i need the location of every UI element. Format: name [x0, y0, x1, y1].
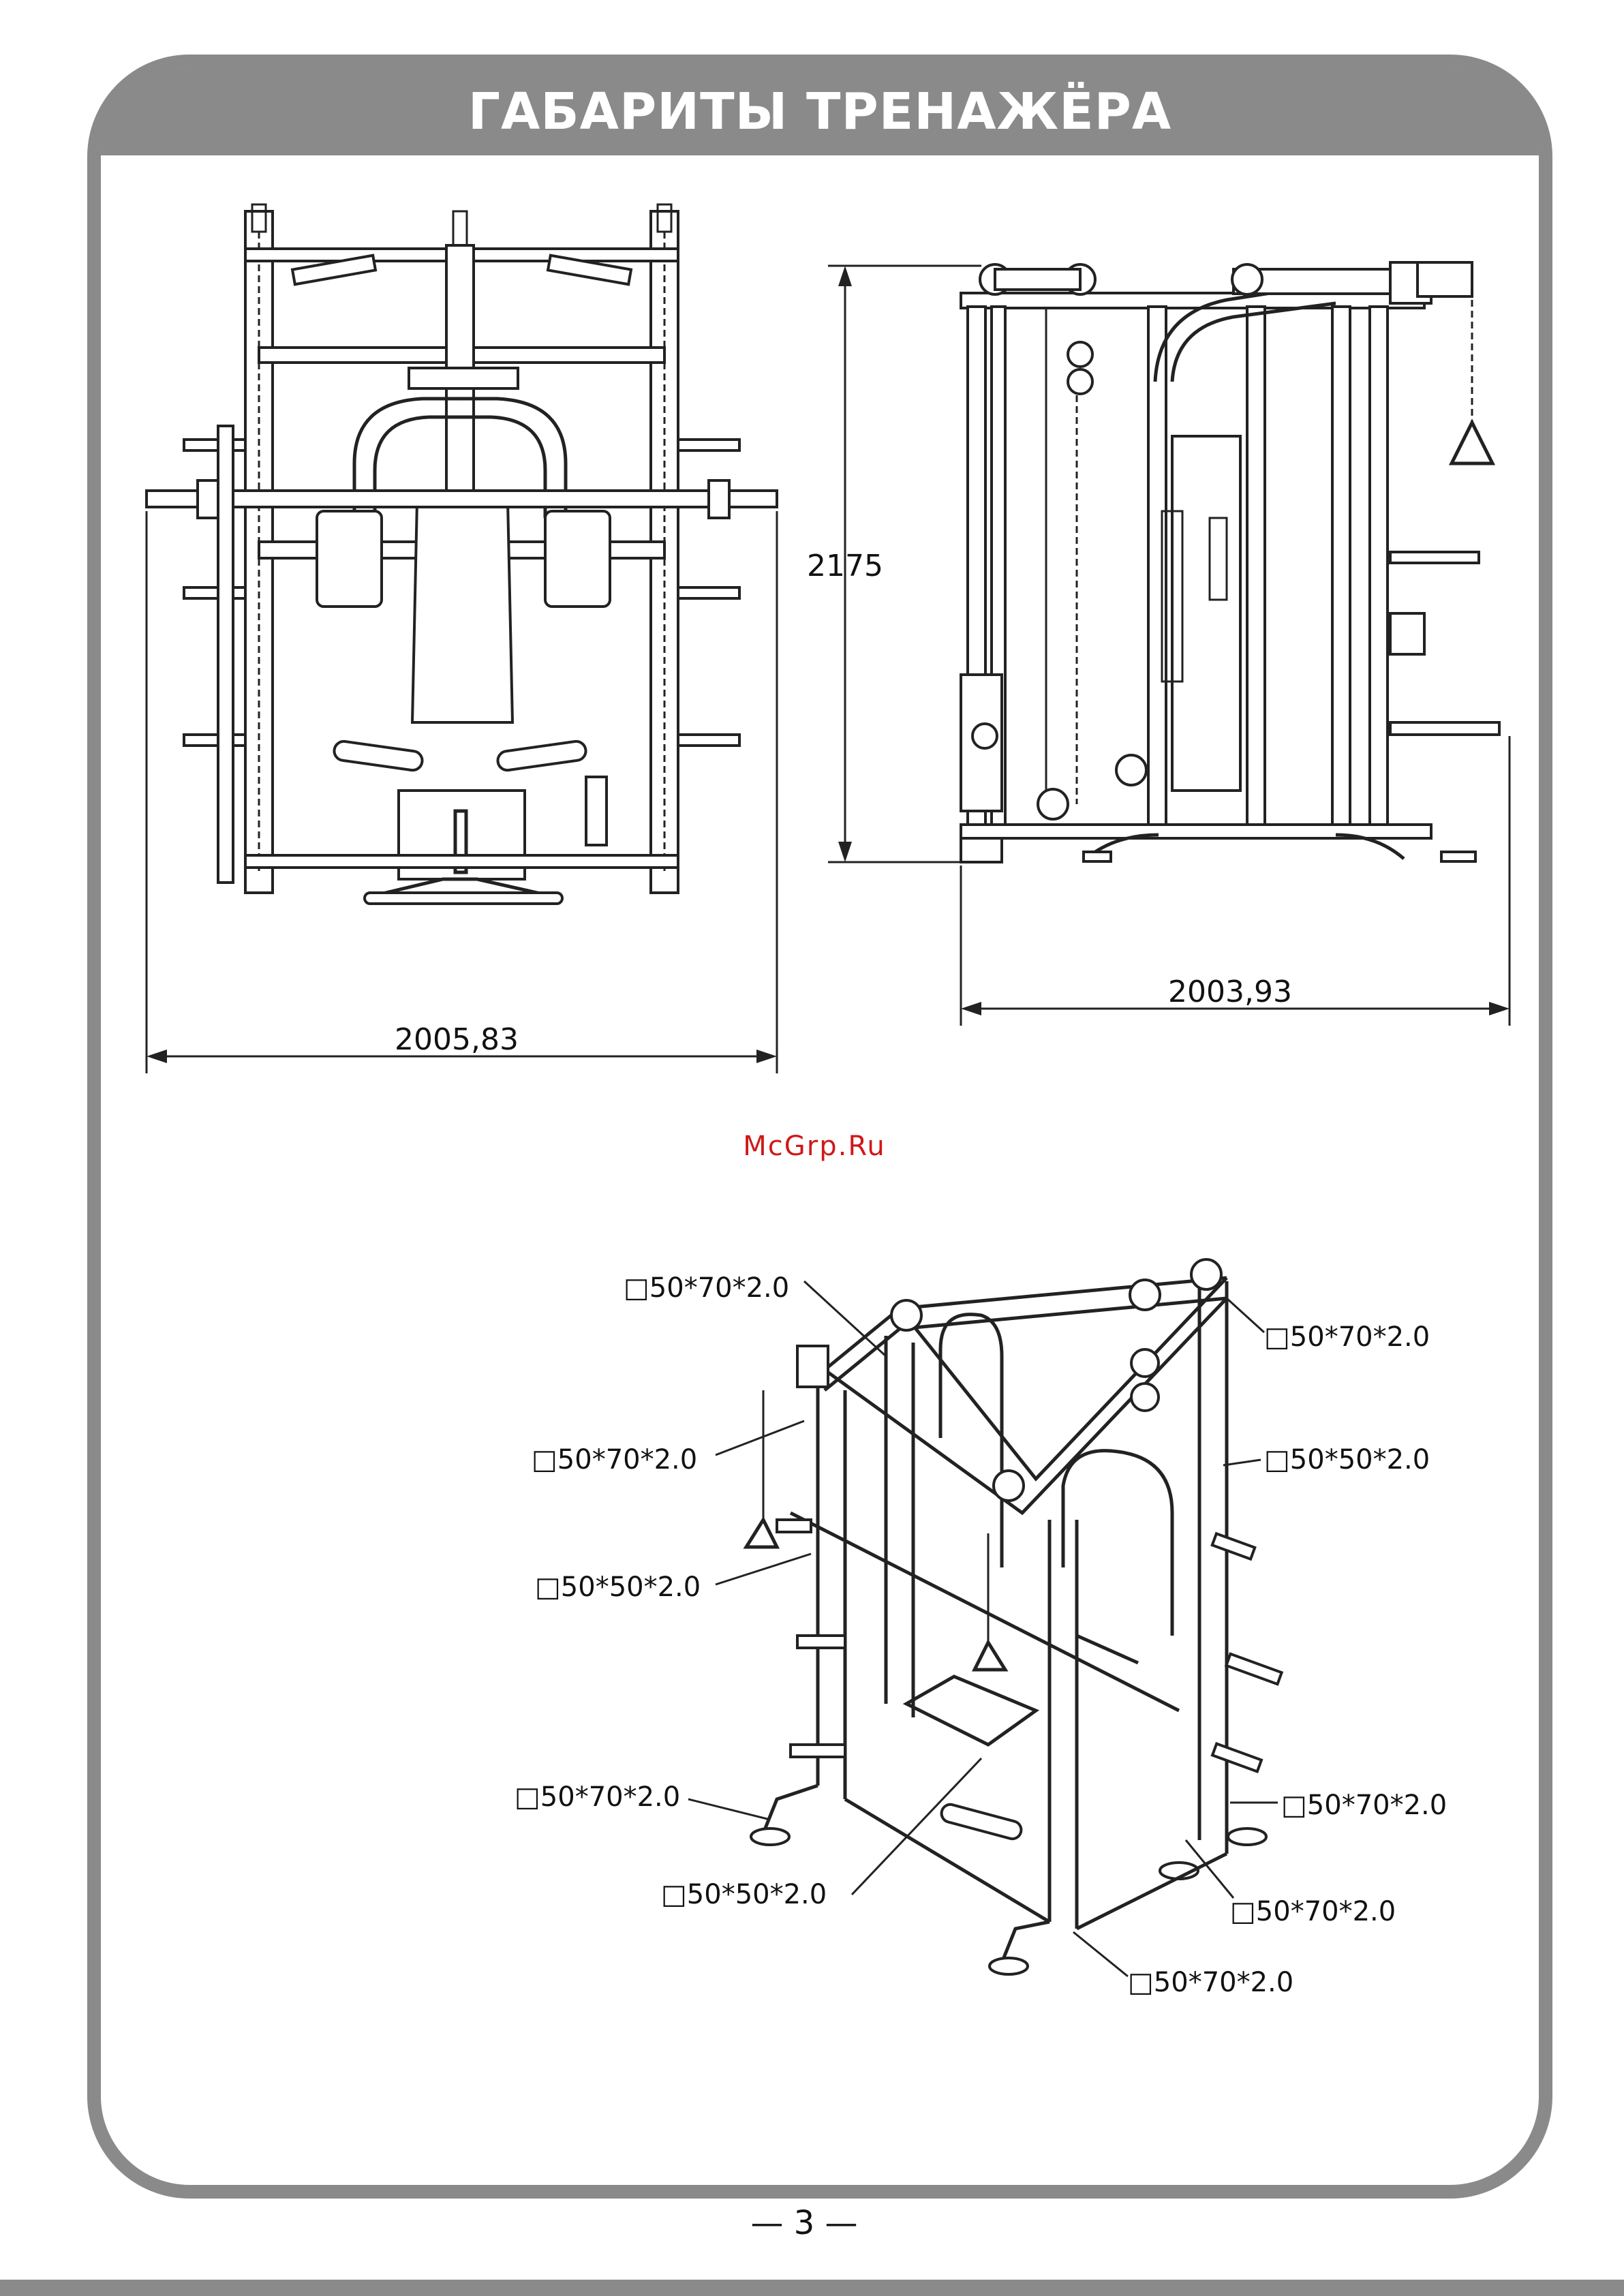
- watermark: McGrp.Ru: [743, 1131, 885, 1162]
- front-view-drawing: [147, 204, 777, 904]
- callout-label: □50*50*2.0: [661, 1879, 827, 1910]
- callout-label: □50*70*2.0: [1264, 1321, 1430, 1353]
- callout-label: □50*70*2.0: [624, 1272, 789, 1304]
- side-depth-label: 2003,93: [1168, 975, 1292, 1009]
- isometric-view-drawing: [746, 1259, 1282, 1974]
- front-width-label: 2005,83: [395, 1022, 519, 1057]
- callout-label: □50*70*2.0: [1281, 1790, 1447, 1821]
- callout-label: □50*70*2.0: [532, 1444, 697, 1475]
- side-view-drawing: [961, 262, 1499, 862]
- callout-label: □50*70*2.0: [515, 1781, 680, 1813]
- callout-label: □50*50*2.0: [1264, 1444, 1430, 1475]
- callout-label: □50*70*2.0: [1230, 1896, 1396, 1927]
- side-height-label: 2175: [807, 549, 883, 583]
- page-number: — 3 —: [750, 2204, 857, 2242]
- callout-label: □50*50*2.0: [535, 1572, 701, 1603]
- bottom-bar: [0, 2280, 1624, 2296]
- callout-label: □50*70*2.0: [1128, 1967, 1293, 1998]
